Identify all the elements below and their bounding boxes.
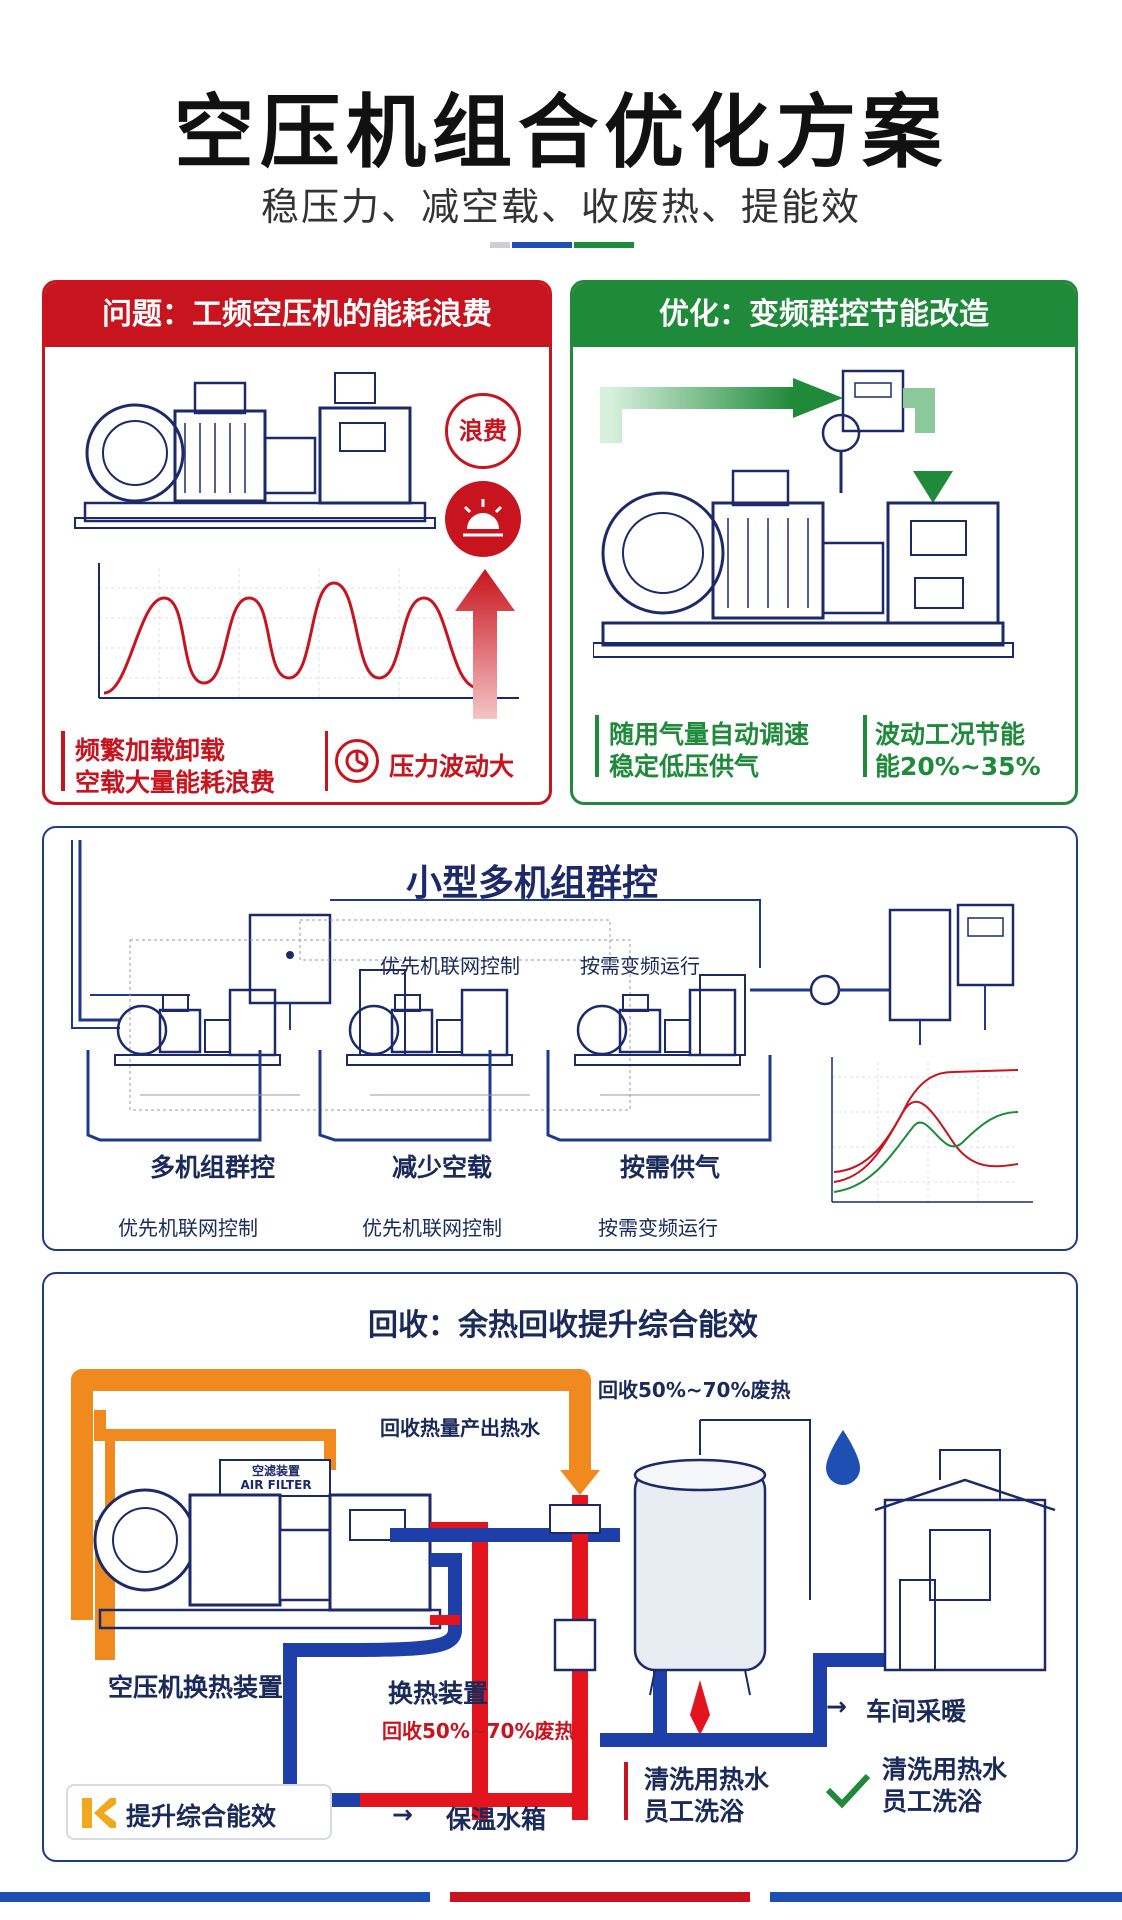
problem-heading: 问题：工频空压机的能耗浪费 (45, 283, 549, 347)
compressor-illustration (74, 372, 436, 529)
recover-top-label: 回收50%~70%废热 (598, 1378, 791, 1402)
waste-badge: 浪费 (445, 393, 521, 469)
compressor-exchanger-label: 空压机换热装置 (108, 1673, 284, 1702)
hot-sun-icon (445, 481, 521, 557)
heating-arrow: → (826, 1692, 847, 1721)
page-subtitle: 稳压力、减空载、收废热、提能效 (260, 185, 861, 229)
workshop-heating-label: 车间采暖 (866, 1697, 967, 1726)
air-filter-cn: 空滤装置 (251, 1464, 300, 1478)
problem-divider-2 (325, 731, 328, 791)
recovery-heading: 回收：余热回收提升综合能效 (368, 1308, 758, 1343)
problem-panel: 问题：工频空压机的能耗浪费 浪费 (42, 280, 552, 805)
accent-bar-green (574, 242, 634, 248)
optimize-point-4: 能20%~35% (875, 752, 1041, 781)
rising-arrow-icon (455, 569, 515, 719)
optimize-point-2: 稳定低压供气 (609, 752, 760, 781)
group-bottom-label-3: 按需变频运行 (598, 1216, 718, 1240)
group-top-label-2: 按需变频运行 (580, 954, 700, 978)
optimize-divider-2 (863, 715, 867, 777)
bottom-stripe-blue-2 (770, 1892, 1122, 1902)
waste-badge-label: 浪费 (459, 417, 507, 445)
use-2-line-2: 员工洗浴 (882, 1787, 983, 1816)
optimize-point-3: 波动工况节能 (875, 720, 1026, 749)
optimize-panel: 优化：变频群控节能改造 随用气量自动调速 稳定低压供气 波动工况节能 能20%~… (570, 280, 1078, 805)
tank-arrow: → (392, 1800, 413, 1829)
group-heading: 小型多机组群控 (392, 854, 673, 906)
group-unit-3-label: 按需供气 (620, 1153, 721, 1182)
hot-water-out-label: 回收热量产出热水 (380, 1416, 540, 1440)
efficiency-badge: 提升综合能效 (66, 1784, 332, 1840)
heat-recovery-diagram (71, 1369, 1056, 1820)
use-divider (624, 1762, 628, 1820)
gauge-icon (335, 739, 379, 783)
air-filter-en: AIR FILTER (240, 1478, 312, 1492)
optimize-point-1: 随用气量自动调速 (609, 720, 810, 749)
problem-point-1: 频繁加载卸载 (75, 736, 226, 765)
group-control-diagram (71, 840, 1015, 1142)
problem-divider-1 (61, 731, 65, 791)
optimize-heading: 优化：变频群控节能改造 (573, 283, 1075, 347)
pressure-wave-chart (98, 563, 519, 699)
vfd-compressor-illustration (593, 369, 1014, 658)
group-top-label-1: 优先机联网控制 (380, 954, 520, 978)
load-curve-chart (831, 1057, 1033, 1203)
brand-logo-icon (82, 1798, 116, 1828)
optimize-divider-1 (595, 715, 599, 777)
accent-bar-blue (512, 242, 572, 248)
pressure-label: 压力波动大 (389, 752, 515, 781)
accent-bar-gray (490, 242, 510, 248)
insulated-tank-label: 保温水箱 (446, 1805, 547, 1834)
problem-point-2: 空载大量能耗浪费 (75, 768, 276, 797)
efficiency-badge-label: 提升综合能效 (126, 1802, 277, 1831)
group-unit-2-label: 减少空载 (392, 1153, 493, 1182)
bottom-stripe-blue (0, 1892, 430, 1902)
page-title: 空压机组合优化方案 (174, 86, 948, 179)
bottom-stripe-red (450, 1892, 750, 1902)
use-2-line-1: 清洗用热水 (882, 1755, 1008, 1784)
group-bottom-label-1: 优先机联网控制 (118, 1216, 258, 1240)
group-bottom-label-2: 优先机联网控制 (362, 1216, 502, 1240)
use-1-line-2: 员工洗浴 (644, 1797, 745, 1826)
use-1-line-1: 清洗用热水 (644, 1765, 770, 1794)
group-unit-1-label: 多机组群控 (150, 1153, 276, 1182)
air-filter-tag: 空滤装置 AIR FILTER (226, 1464, 326, 1492)
exchanger-label: 换热装置 (388, 1679, 489, 1708)
recover-mid-label: 回收50%~70%废热 (382, 1719, 575, 1743)
check-icon (825, 1773, 871, 1809)
